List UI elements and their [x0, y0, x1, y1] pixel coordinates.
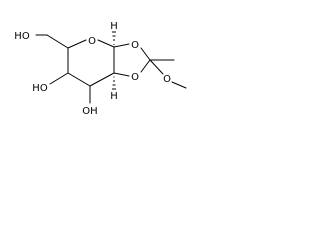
anomeric-h-label: H: [110, 21, 118, 32]
bond-c1-ringO: [97, 39, 115, 48]
fused-h-label: H: [110, 91, 118, 102]
methoxy-oxygen-label: O: [163, 74, 171, 85]
structure-diagram: O O O HO HO OH O H H: [14, 21, 187, 117]
dioxolane-oxygen-bottom-label: O: [131, 72, 139, 83]
bond-c3-c2: [89, 72, 115, 87]
hydroxyl-left-label: HO: [32, 83, 48, 94]
bond-c1-Otop: [113, 43, 130, 48]
bond-Obottom-c2: [113, 72, 130, 77]
ch2oh-label: HO: [14, 31, 30, 42]
dioxolane-oxygen-top-label: O: [131, 40, 139, 51]
ring-oxygen-label: O: [88, 36, 96, 47]
hashed-bond-anomeric-h: [112, 31, 116, 45]
bond-acetal-Obottom: [140, 59, 151, 73]
bond-Ome-methyl: [171, 81, 187, 89]
bond-c4-c3: [67, 72, 91, 87]
hydroxyl-bottom-label: OH: [82, 106, 97, 117]
hashed-bond-fused-h: [112, 76, 116, 90]
bond-c4-oh: [49, 72, 69, 85]
bond-c5-c6: [46, 34, 69, 49]
bond-ringO-c5: [67, 39, 87, 49]
bond-Otop-acetal: [140, 47, 151, 61]
bond-acetal-Ome: [149, 59, 164, 75]
